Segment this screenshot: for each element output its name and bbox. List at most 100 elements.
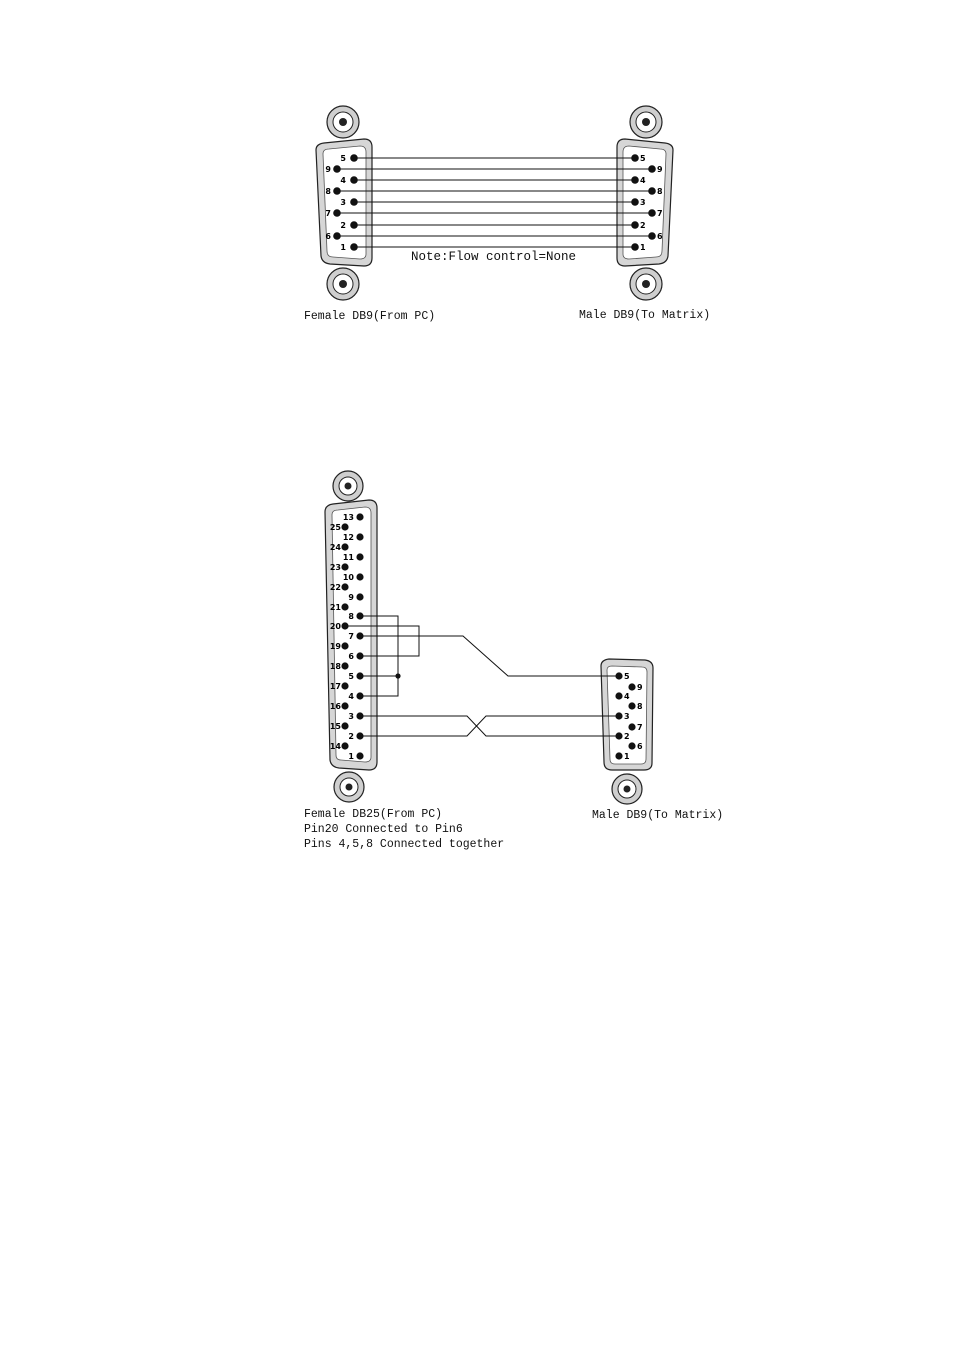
pin-dot	[356, 553, 363, 560]
right-bottom-screw-icon	[630, 268, 662, 300]
pin-label: 24	[330, 543, 342, 552]
junction-dot	[395, 673, 400, 678]
pin-label: 16	[330, 702, 342, 711]
pin-dot	[356, 593, 363, 600]
pin-label: 5	[340, 154, 346, 163]
pin-dot	[356, 533, 363, 540]
pin-dot	[628, 683, 635, 690]
pin-label: 6	[325, 232, 331, 241]
pin-dot	[628, 702, 635, 709]
pin-dot	[341, 622, 348, 629]
pin-dot	[615, 752, 622, 759]
pin-label: 9	[657, 165, 663, 174]
pin-label: 3	[640, 198, 646, 207]
pin-dot	[631, 221, 639, 229]
pin-dot	[341, 563, 348, 570]
pin-dot	[356, 732, 363, 739]
pin-dot	[648, 187, 656, 195]
pin-dot	[341, 642, 348, 649]
db9-wire-bundle	[337, 158, 652, 247]
db25-db9-wires	[360, 636, 619, 736]
pin-dot	[628, 723, 635, 730]
pin-dot	[341, 742, 348, 749]
db25-bottom-screw-icon	[334, 772, 364, 802]
pin-dot	[615, 692, 622, 699]
pin-dot	[356, 712, 363, 719]
pin-dot	[356, 612, 363, 619]
db9-to-db9-diagram: 5 9 4 8 3 7 2 6 1 5 9 4 8 3 7 2	[304, 106, 710, 323]
wire-pin2-to-pin3	[360, 716, 619, 736]
pin-label: 25	[330, 523, 342, 532]
pin-dot	[631, 243, 639, 251]
pin-dot	[648, 165, 656, 173]
pin-dot	[631, 176, 639, 184]
pin-label: 3	[624, 712, 630, 721]
pin20-note: Pin20 Connected to Pin6	[304, 823, 463, 836]
db25-to-db9-diagram: 13 25 12 24 11 23 10 22 9 21 8 20 7 19 6…	[304, 471, 723, 851]
db25-top-screw-icon	[333, 471, 363, 501]
pin-dot	[341, 543, 348, 550]
pin-label: 5	[624, 672, 630, 681]
pin-dot	[631, 198, 639, 206]
pin-dot	[341, 603, 348, 610]
pin-label: 4	[624, 692, 630, 701]
pin-dot	[356, 652, 363, 659]
pin-dot	[341, 523, 348, 530]
pin-label: 2	[348, 732, 354, 741]
pin-dot	[648, 209, 656, 217]
pin-dot	[333, 209, 341, 217]
female-db25-caption: Female DB25(From PC)	[304, 808, 442, 821]
wire-pin3-to-pin2	[360, 716, 619, 736]
pin-dot	[341, 662, 348, 669]
pin-dot	[341, 702, 348, 709]
male-db9-caption-2: Male DB9(To Matrix)	[592, 809, 723, 822]
pin-dot	[356, 632, 363, 639]
pin-dot	[631, 154, 639, 162]
pin-dot	[341, 682, 348, 689]
pin-dot	[341, 722, 348, 729]
pin-dot	[350, 198, 358, 206]
pin-label: 1	[640, 243, 646, 252]
pin-label: 3	[340, 198, 346, 207]
pin-label: 3	[348, 712, 354, 721]
pin-label: 23	[330, 563, 341, 572]
left-top-screw-icon	[327, 106, 359, 138]
pin-label: 7	[348, 632, 354, 641]
pin-dot	[350, 243, 358, 251]
pin-label: 7	[325, 209, 331, 218]
pin-label: 9	[637, 683, 643, 692]
pin-label: 8	[325, 187, 331, 196]
db9-bottom-screw-icon	[612, 774, 642, 804]
male-db9-caption: Male DB9(To Matrix)	[579, 309, 710, 322]
pin-dot	[333, 232, 341, 240]
pin-label: 1	[624, 752, 630, 761]
pin-dot	[350, 221, 358, 229]
pin-label: 8	[657, 187, 663, 196]
pin-label: 2	[340, 221, 346, 230]
pin-dot	[615, 712, 622, 719]
right-top-screw-icon	[630, 106, 662, 138]
pin-label: 6	[657, 232, 663, 241]
pin-dot	[356, 573, 363, 580]
pin-dot	[615, 732, 622, 739]
pin-label: 15	[330, 722, 342, 731]
pin-label: 2	[640, 221, 646, 230]
pin-label: 11	[343, 553, 355, 562]
pin-dot	[648, 232, 656, 240]
pin-label: 22	[330, 583, 341, 592]
pin-label: 5	[640, 154, 646, 163]
pin-dot	[615, 672, 622, 679]
pin-label: 6	[348, 652, 354, 661]
pin-label: 6	[637, 742, 643, 751]
pin-label: 12	[343, 533, 354, 542]
pin-dot	[356, 692, 363, 699]
pin-label: 9	[348, 593, 354, 602]
flow-control-note: Note:Flow control=None	[411, 250, 576, 264]
pin-dot	[341, 583, 348, 590]
pin-label: 5	[348, 672, 354, 681]
pin-dot	[333, 165, 341, 173]
female-db9-caption: Female DB9(From PC)	[304, 310, 435, 323]
pin-label: 7	[637, 723, 643, 732]
pin-label: 9	[325, 165, 331, 174]
